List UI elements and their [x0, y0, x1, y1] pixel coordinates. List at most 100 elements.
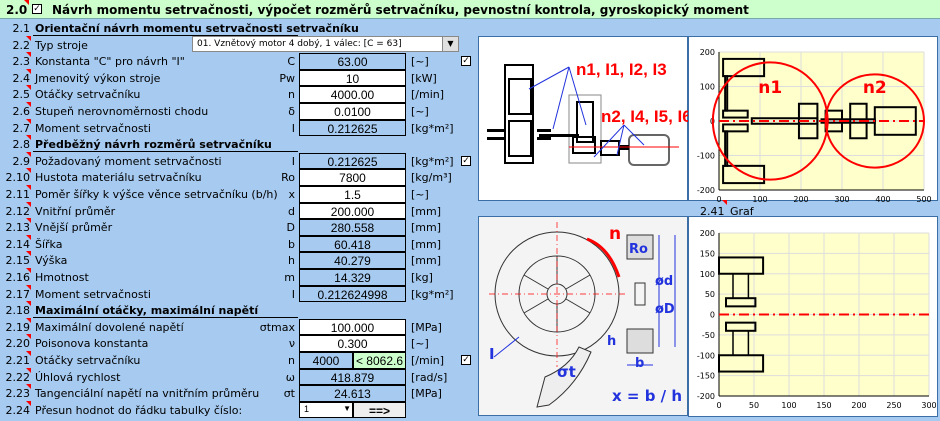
- value-output: 0.212624998: [299, 285, 406, 303]
- row-number: 2.24: [5, 403, 31, 417]
- comment-marker: [24, 0, 29, 5]
- value-input[interactable]: 0.0100: [299, 103, 406, 120]
- section-header: 2.0 ✓ Návrh momentu setrvačnosti, výpoče…: [0, 0, 940, 19]
- row-label: Přesun hodnot do řádku tabulky číslo:: [35, 403, 243, 417]
- form-row: 2.24 Přesun hodnot do řádku tabulky číslo…: [0, 400, 470, 419]
- value-output: 14.329: [299, 269, 406, 286]
- chevron-down-icon[interactable]: ▼: [343, 403, 351, 413]
- row-checkbox[interactable]: ✓: [461, 56, 471, 67]
- part-rect: [718, 354, 765, 373]
- row-number: 2.9: [12, 154, 31, 168]
- label-sigma: σt: [557, 363, 576, 381]
- row-number: 2.23: [5, 387, 31, 401]
- row-symbol: b: [288, 237, 295, 251]
- row-unit: [MPa]: [411, 320, 442, 334]
- formula: x = b / h: [612, 387, 682, 405]
- drivetrain-illustration: n1, I1, I2, I3 n2, I4, I5, I6: [487, 60, 692, 166]
- section-title: Návrh momentu setrvačnosti, výpočet rozm…: [52, 3, 749, 17]
- flywheel-illustration: n Ro ød øD h b I σt x = b / h: [489, 222, 682, 408]
- chevron-down-icon[interactable]: ▼: [442, 37, 458, 51]
- row-label: Požadovaný moment setrvačnosti: [35, 154, 222, 168]
- value-input[interactable]: 200.000: [299, 202, 406, 220]
- row-symbol: n: [288, 354, 295, 367]
- row-symbol: d: [288, 204, 295, 218]
- row-unit: [rad/s]: [411, 370, 448, 384]
- row-number: 2.12: [5, 204, 31, 218]
- row-label: Hmotnost: [35, 271, 89, 284]
- row-number: 2.13: [5, 221, 31, 235]
- row-number-select[interactable]: 1▼: [299, 401, 353, 419]
- row-unit: [~]: [411, 188, 429, 201]
- x-tick-label: 300: [921, 401, 936, 410]
- y-tick-label: -150: [697, 372, 715, 381]
- comment-marker: [26, 218, 31, 224]
- x-tick-label: 200: [851, 401, 866, 410]
- x-tick-label: 500: [916, 195, 931, 202]
- part-rect: [722, 164, 766, 185]
- section-checkbox[interactable]: ✓: [32, 4, 42, 14]
- row-label: Typ stroje: [35, 38, 88, 52]
- row-unit: [kg*m²]: [411, 154, 454, 168]
- row-symbol: I: [291, 287, 295, 301]
- value-input[interactable]: 1.5: [299, 186, 406, 203]
- row-symbol: ω: [285, 370, 295, 384]
- value-input[interactable]: 7800: [299, 169, 406, 186]
- value-output: 40.279: [299, 252, 406, 269]
- row-number: 2.8: [12, 138, 31, 152]
- x-tick-label: 100: [752, 195, 767, 202]
- part-rect: [722, 57, 766, 78]
- comment-marker: [26, 301, 31, 307]
- part-rect: [725, 297, 757, 308]
- y-tick-label: -50: [702, 331, 715, 340]
- row-number-value: 1: [304, 403, 310, 414]
- label-b: b: [635, 356, 644, 371]
- row-checkbox[interactable]: ✓: [461, 355, 471, 365]
- comment-marker: [26, 384, 31, 390]
- row-symbol: δ: [288, 105, 295, 118]
- value-input[interactable]: 4000.00: [299, 86, 406, 103]
- x-tick-label: 300: [834, 195, 849, 202]
- row-label: Maximální dovolené napětí: [35, 320, 184, 334]
- row-label: Moment setrvačnosti: [35, 287, 151, 301]
- row-unit: [~]: [411, 105, 429, 118]
- part-rect: [725, 321, 757, 332]
- row-number: 2.11: [5, 188, 31, 201]
- y-tick-label: -200: [697, 186, 715, 195]
- part-rect: [718, 256, 765, 275]
- value-input[interactable]: 0.300: [299, 335, 406, 352]
- value-output: 418.879: [299, 368, 406, 386]
- row-unit: [~]: [411, 337, 429, 351]
- machine-type-select[interactable]: 01. Vznětový motor 4 dobý, 1 válec: [C =…: [192, 36, 459, 52]
- row-unit: [kW]: [411, 71, 437, 85]
- x-tick-label: 0: [716, 401, 721, 410]
- row-number: 2.3: [12, 55, 31, 69]
- row-label: Maximální otáčky, maximální napětí: [33, 304, 298, 319]
- value-input[interactable]: 100.000: [299, 318, 406, 336]
- x-tick-label: 200: [793, 195, 808, 202]
- move-values-button[interactable]: ==>: [353, 401, 406, 419]
- row-checkbox[interactable]: ✓: [461, 155, 471, 166]
- comment-marker: [26, 317, 31, 323]
- section-number: 2.0: [6, 3, 28, 17]
- row-unit: [mm]: [411, 254, 442, 268]
- value-output: 0.212625: [299, 152, 406, 170]
- row-unit: [kg/m³]: [411, 171, 452, 185]
- row-number: 2.5: [12, 88, 31, 102]
- y-tick-label: -100: [697, 152, 715, 161]
- comment-marker: [26, 284, 31, 290]
- row-number: 2.6: [12, 105, 31, 118]
- label-h: h: [607, 334, 616, 349]
- value-input[interactable]: 10: [299, 69, 406, 87]
- x-tick-label: 150: [816, 401, 831, 410]
- comment-marker: [26, 102, 31, 107]
